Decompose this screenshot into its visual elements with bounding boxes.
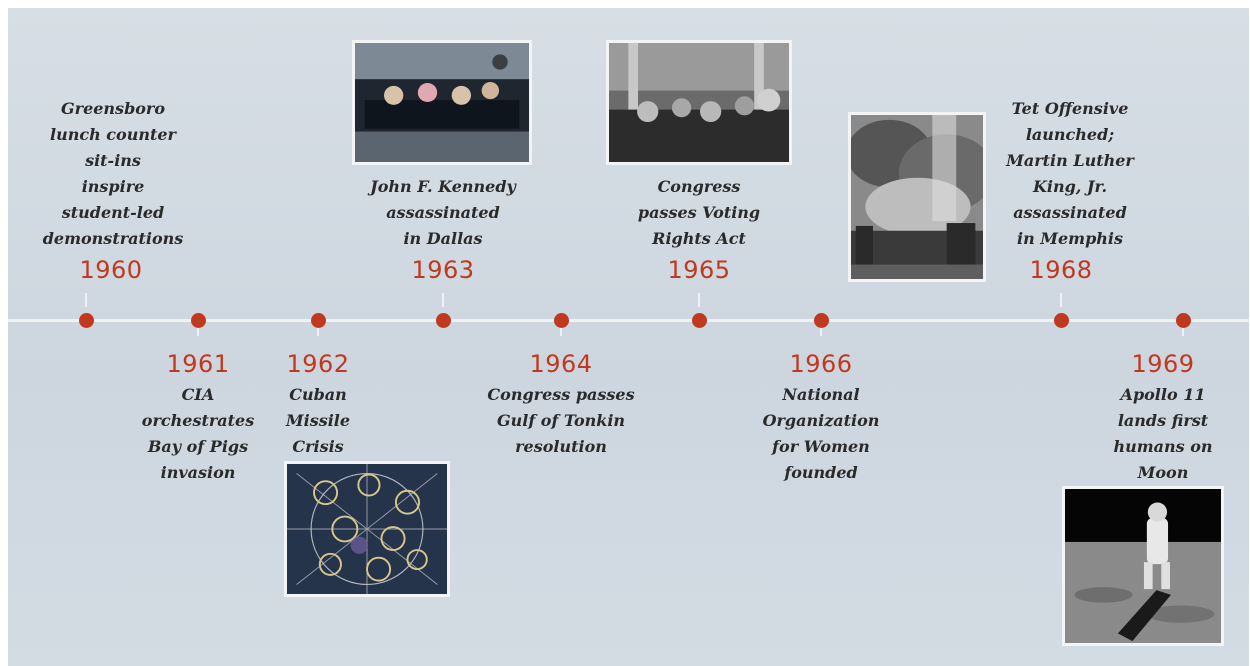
tick-1966 <box>820 322 822 336</box>
photo-tet-offensive <box>848 112 986 282</box>
event-dot-1966 <box>813 313 829 328</box>
event-dot-1965 <box>691 313 707 328</box>
photo-kennedy-motorcade <box>352 40 532 165</box>
event-dot-1960 <box>78 313 94 328</box>
event-dot-1961 <box>190 313 206 328</box>
timeline-axis <box>8 319 1249 322</box>
event-dot-1963 <box>435 313 451 328</box>
timeline-diagram: Greensboro lunch counter sit-ins inspire… <box>8 8 1249 666</box>
event-year-1961: 1961 <box>166 350 230 378</box>
event-year-1968: 1968 <box>1029 256 1093 284</box>
event-dot-1962 <box>310 313 326 328</box>
event-text-1961: CIA orchestrates Bay of Pigs invasion <box>141 385 255 482</box>
tick-1968 <box>1060 293 1062 307</box>
event-dot-1969 <box>1175 313 1191 328</box>
tick-1961 <box>197 322 199 336</box>
event-year-1969: 1969 <box>1131 350 1195 378</box>
tick-1962 <box>317 322 319 336</box>
event-dot-1968 <box>1053 313 1069 328</box>
tick-1969 <box>1182 322 1184 336</box>
event-text-1969: Apollo 11 lands first humans on Moon <box>1113 385 1213 482</box>
event-text-1965: Congress passes Voting Rights Act <box>637 177 761 248</box>
event-year-1960: 1960 <box>79 256 143 284</box>
event-text-1966: National Organization for Women founded <box>762 385 880 482</box>
event-dot-1964 <box>553 313 569 328</box>
tick-1960 <box>85 293 87 307</box>
event-year-1966: 1966 <box>789 350 853 378</box>
event-year-1963: 1963 <box>411 256 475 284</box>
photo-voting-rights-act <box>606 40 792 165</box>
tick-1965 <box>698 293 700 307</box>
event-year-1962: 1962 <box>286 350 350 378</box>
event-text-1968: Tet Offensive launched; Martin Luther Ki… <box>1006 99 1134 248</box>
event-text-1964: Congress passes Gulf of Tonkin resolutio… <box>487 385 635 456</box>
event-text-1962: Cuban Missile Crisis <box>285 385 351 456</box>
event-year-1965: 1965 <box>667 256 731 284</box>
event-year-1964: 1964 <box>529 350 593 378</box>
event-text-1963: John F. Kennedy assassinated in Dallas <box>370 177 516 248</box>
photo-cuban-missile-crisis <box>284 461 450 597</box>
event-text-1960: Greensboro lunch counter sit-ins inspire… <box>42 99 184 248</box>
photo-apollo-11 <box>1062 486 1224 646</box>
tick-1964 <box>560 322 562 336</box>
tick-1963 <box>442 293 444 307</box>
